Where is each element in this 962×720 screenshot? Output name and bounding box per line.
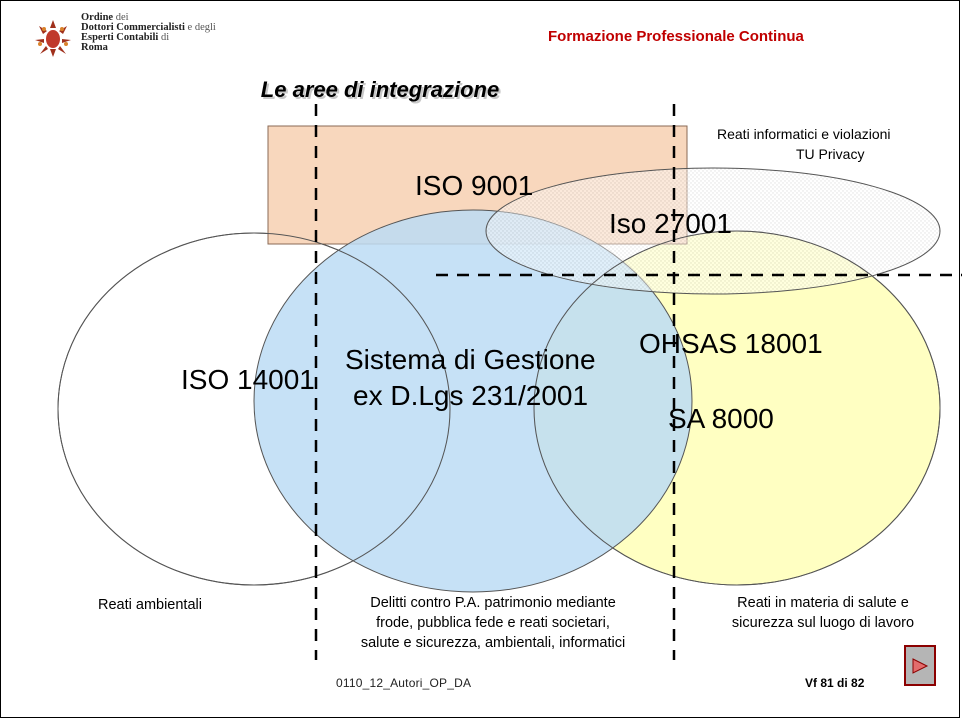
- org-line1-light: dei: [113, 12, 129, 23]
- caption-right-line1: Reati in materia di salute e: [737, 595, 909, 611]
- org-line1-bold: Ordine: [81, 12, 114, 23]
- program-title: Formazione Professionale Continua: [548, 28, 804, 45]
- iso14001-label: ISO 14001: [181, 364, 315, 395]
- footer-document-code: 0110_12_Autori_OP_DA: [336, 676, 472, 690]
- iso14001-outline: [57, 232, 451, 586]
- footer-page-number: Vf 81 di 82: [805, 676, 865, 690]
- caption-center-line1: Delitti contro P.A. patrimonio mediante: [370, 595, 616, 611]
- organization-name: Ordine dei Dottori Commercialisti e degl…: [81, 12, 216, 53]
- org-line3-bold: Esperti Contabili: [81, 32, 159, 43]
- slide-title-text: Le aree di integrazione: [260, 77, 500, 102]
- play-arrow-icon: [912, 658, 929, 674]
- system-231-circle: [253, 209, 693, 593]
- center-label-line2: ex D.Lgs 231/2001: [353, 380, 589, 411]
- caption-center-line3: salute e sicurezza, ambientali, informat…: [360, 635, 626, 651]
- ohsas-label: OHSAS 18001: [639, 328, 823, 359]
- iso27001-caption-line1: Reati informatici e violazioni: [717, 126, 891, 142]
- caption-center-line2: frode, pubblica fede e reati societari,: [376, 615, 610, 631]
- ohsas-sa-outline: [533, 230, 941, 586]
- org-line2-bold: Dottori Commercialisti: [81, 22, 185, 33]
- org-line4-bold: Roma: [81, 42, 108, 53]
- caption-right: Reati in materia di salute e sicurezza s…: [688, 593, 958, 633]
- ordine-logo-icon: [35, 20, 71, 57]
- caption-center: Delitti contro P.A. patrimonio mediante …: [308, 593, 678, 653]
- caption-right-line2: sicurezza sul luogo di lavoro: [731, 615, 915, 631]
- org-line2-light: e degli: [184, 22, 216, 33]
- iso27001-caption-line2: TU Privacy: [796, 146, 865, 162]
- sa8000-label: SA 8000: [668, 403, 774, 434]
- center-label-line1: Sistema di Gestione: [345, 344, 596, 375]
- next-slide-button[interactable]: [904, 645, 936, 686]
- slide-title: Le aree di integrazione: [0, 77, 962, 103]
- iso9001-label: ISO 9001: [415, 170, 534, 201]
- caption-left: Reati ambientali: [98, 597, 202, 613]
- org-line3-light: di: [158, 32, 170, 43]
- iso27001-label: Iso 27001: [609, 208, 732, 239]
- iso27001-ellipse: [485, 167, 941, 295]
